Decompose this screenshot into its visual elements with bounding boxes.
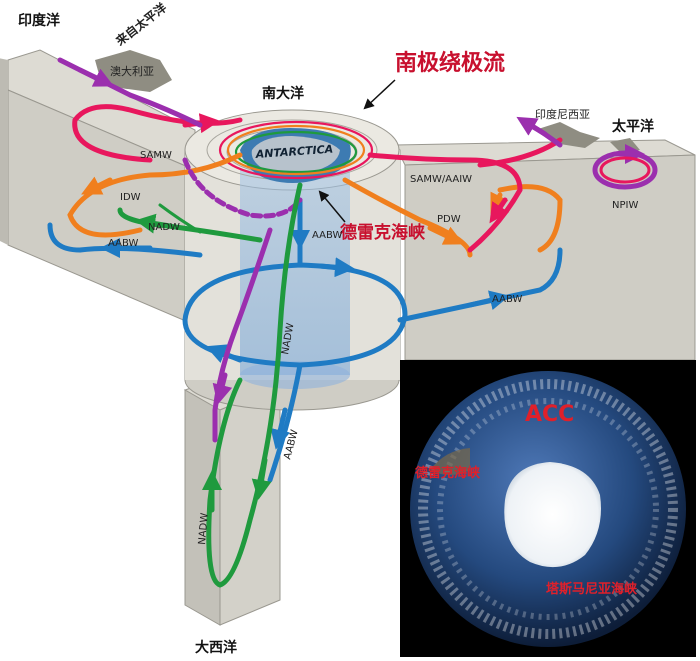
indonesia-landmass <box>535 122 640 154</box>
basin-pacific <box>394 139 696 361</box>
flow-pink-npiw <box>599 156 651 184</box>
inset-label-acc: ACC <box>525 402 574 427</box>
australia-landmass <box>95 50 172 92</box>
flow-blue-aabw <box>47 197 563 483</box>
callout-arrow-acc <box>363 79 396 110</box>
label-indian-ocean: 印度洋 <box>18 12 60 29</box>
label-drake-passage: 德雷克海峡 <box>340 222 426 243</box>
label-nadw-center: NADW <box>280 322 296 355</box>
label-samw-aaiw: SAMW/AAIW <box>410 174 472 185</box>
flow-green-nadw <box>117 182 303 588</box>
label-pacific-ocean: 太平洋 <box>612 118 654 135</box>
label-npiw: NPIW <box>612 200 638 211</box>
inset-label-tasmania: 塔斯马尼亚海峡 <box>546 581 638 597</box>
label-southern-ocean: 南大洋 <box>262 85 304 102</box>
label-from-pacific: 来自太平洋 <box>112 0 169 49</box>
label-australia: 澳大利亚 <box>110 64 154 78</box>
label-aabw-right: AABW <box>492 294 522 305</box>
inset-label-drake: 德雷克海峡 <box>415 465 481 481</box>
antarctica-inner <box>251 136 340 174</box>
flow-purple <box>57 57 658 443</box>
callout-arrow-drake <box>318 190 346 223</box>
label-nadw-atlantic: NADW <box>197 512 211 545</box>
inset-globe-panel: ACC 德雷克海峡 塔斯马尼亚海峡 <box>400 360 696 657</box>
label-atlantic-ocean: 大西洋 <box>195 639 237 656</box>
label-aabw-left: AABW <box>108 238 138 249</box>
basin-indian <box>0 49 196 326</box>
label-nadw-left: NADW <box>148 222 180 233</box>
label-antarctica: ANTARCTICA <box>254 143 333 161</box>
title-antarctic-circumpolar-current: 南极绕极流 <box>395 50 505 76</box>
label-samw: SAMW <box>140 150 172 161</box>
label-idw: IDW <box>120 192 141 203</box>
acc-rings <box>218 120 374 180</box>
flow-orange <box>67 152 563 258</box>
label-pdw: PDW <box>437 214 461 225</box>
inset-antarctica <box>504 462 601 568</box>
label-indonesia: 印度尼西亚 <box>535 107 590 121</box>
label-aabw-center: AABW <box>312 230 342 241</box>
